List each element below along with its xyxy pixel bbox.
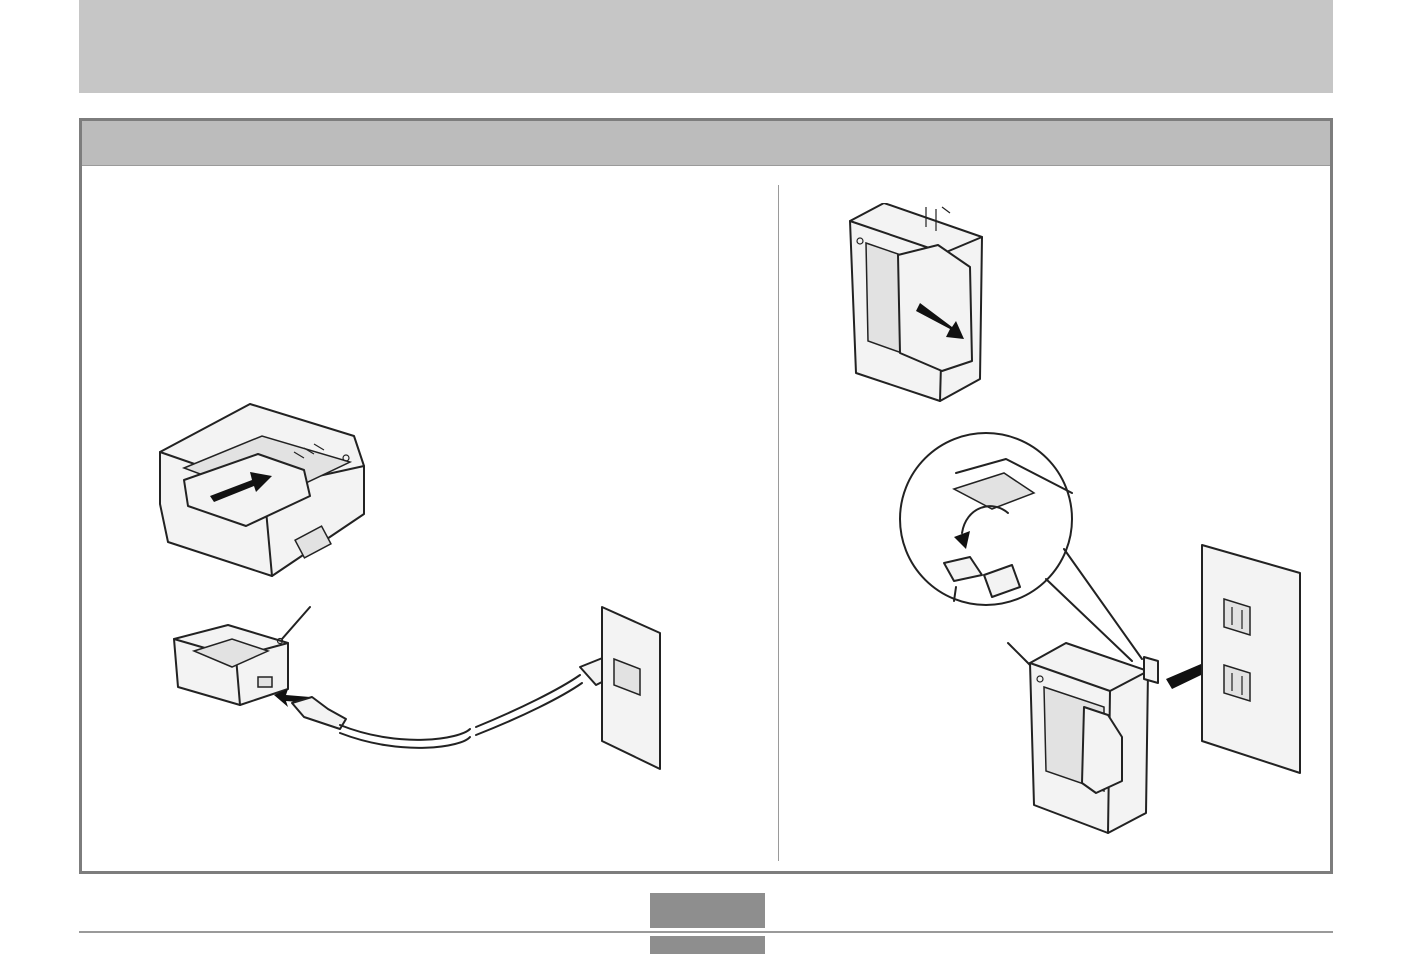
plug-type-charger-insert-battery-icon: [849, 203, 983, 402]
content-frame: [79, 118, 1333, 874]
charger-insert-battery-icon: [159, 403, 365, 577]
section-title-band: [82, 121, 1330, 166]
plug-type-charger-wall-outlet-icon: [899, 432, 1301, 834]
header-bar: [79, 0, 1333, 93]
column-divider: [778, 185, 779, 861]
page-number-tab: [650, 893, 765, 928]
charger-power-cord-outlet-icon: [173, 606, 661, 770]
footer-rule: [79, 931, 1333, 933]
page-number-tab-lower: [650, 936, 765, 954]
